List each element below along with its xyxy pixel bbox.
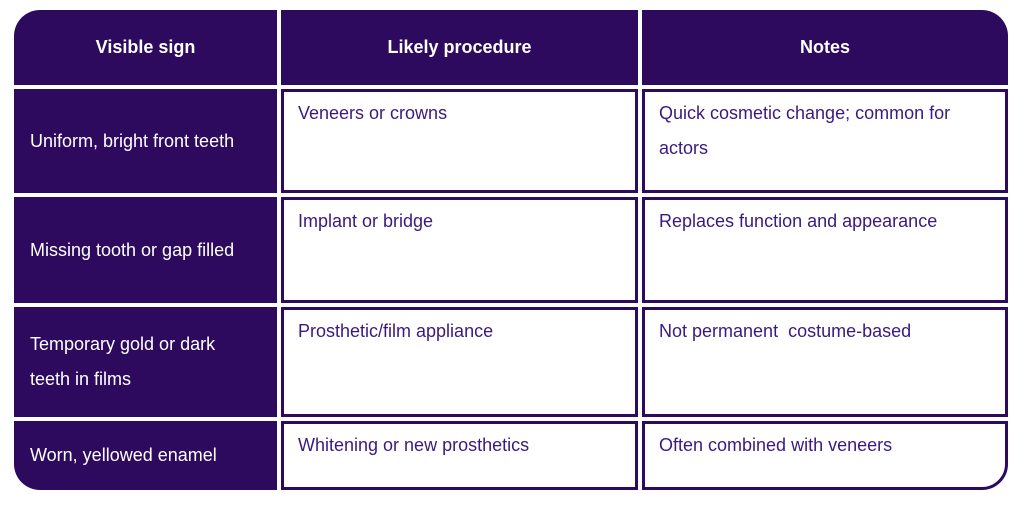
row2-sign-cell: Missing tooth or gap filled [14, 197, 277, 303]
row4-sign-cell: Worn, yellowed enamel [14, 421, 277, 490]
dental-procedures-table: Visible sign Likely procedure Notes Unif… [14, 10, 1008, 490]
row3-notes-cell: Not permanent costume-based [642, 307, 1008, 417]
row2-notes-cell: Replaces function and appearance [642, 197, 1008, 303]
row1-notes-cell: Quick cosmetic change; common for actors [642, 89, 1008, 193]
row3-sign-cell: Temporary gold or dark teeth in films [14, 307, 277, 417]
row4-procedure-cell: Whitening or new prosthetics [281, 421, 638, 490]
row3-procedure-cell: Prosthetic/film appliance [281, 307, 638, 417]
row4-notes-cell: Often combined with veneers [642, 421, 1008, 490]
row1-procedure-cell: Veneers or crowns [281, 89, 638, 193]
row2-procedure-cell: Implant or bridge [281, 197, 638, 303]
header-cell-visible-sign: Visible sign [14, 10, 277, 85]
row1-sign-cell: Uniform, bright front teeth [14, 89, 277, 193]
header-cell-notes: Notes [642, 10, 1008, 85]
header-cell-likely-procedure: Likely procedure [281, 10, 638, 85]
